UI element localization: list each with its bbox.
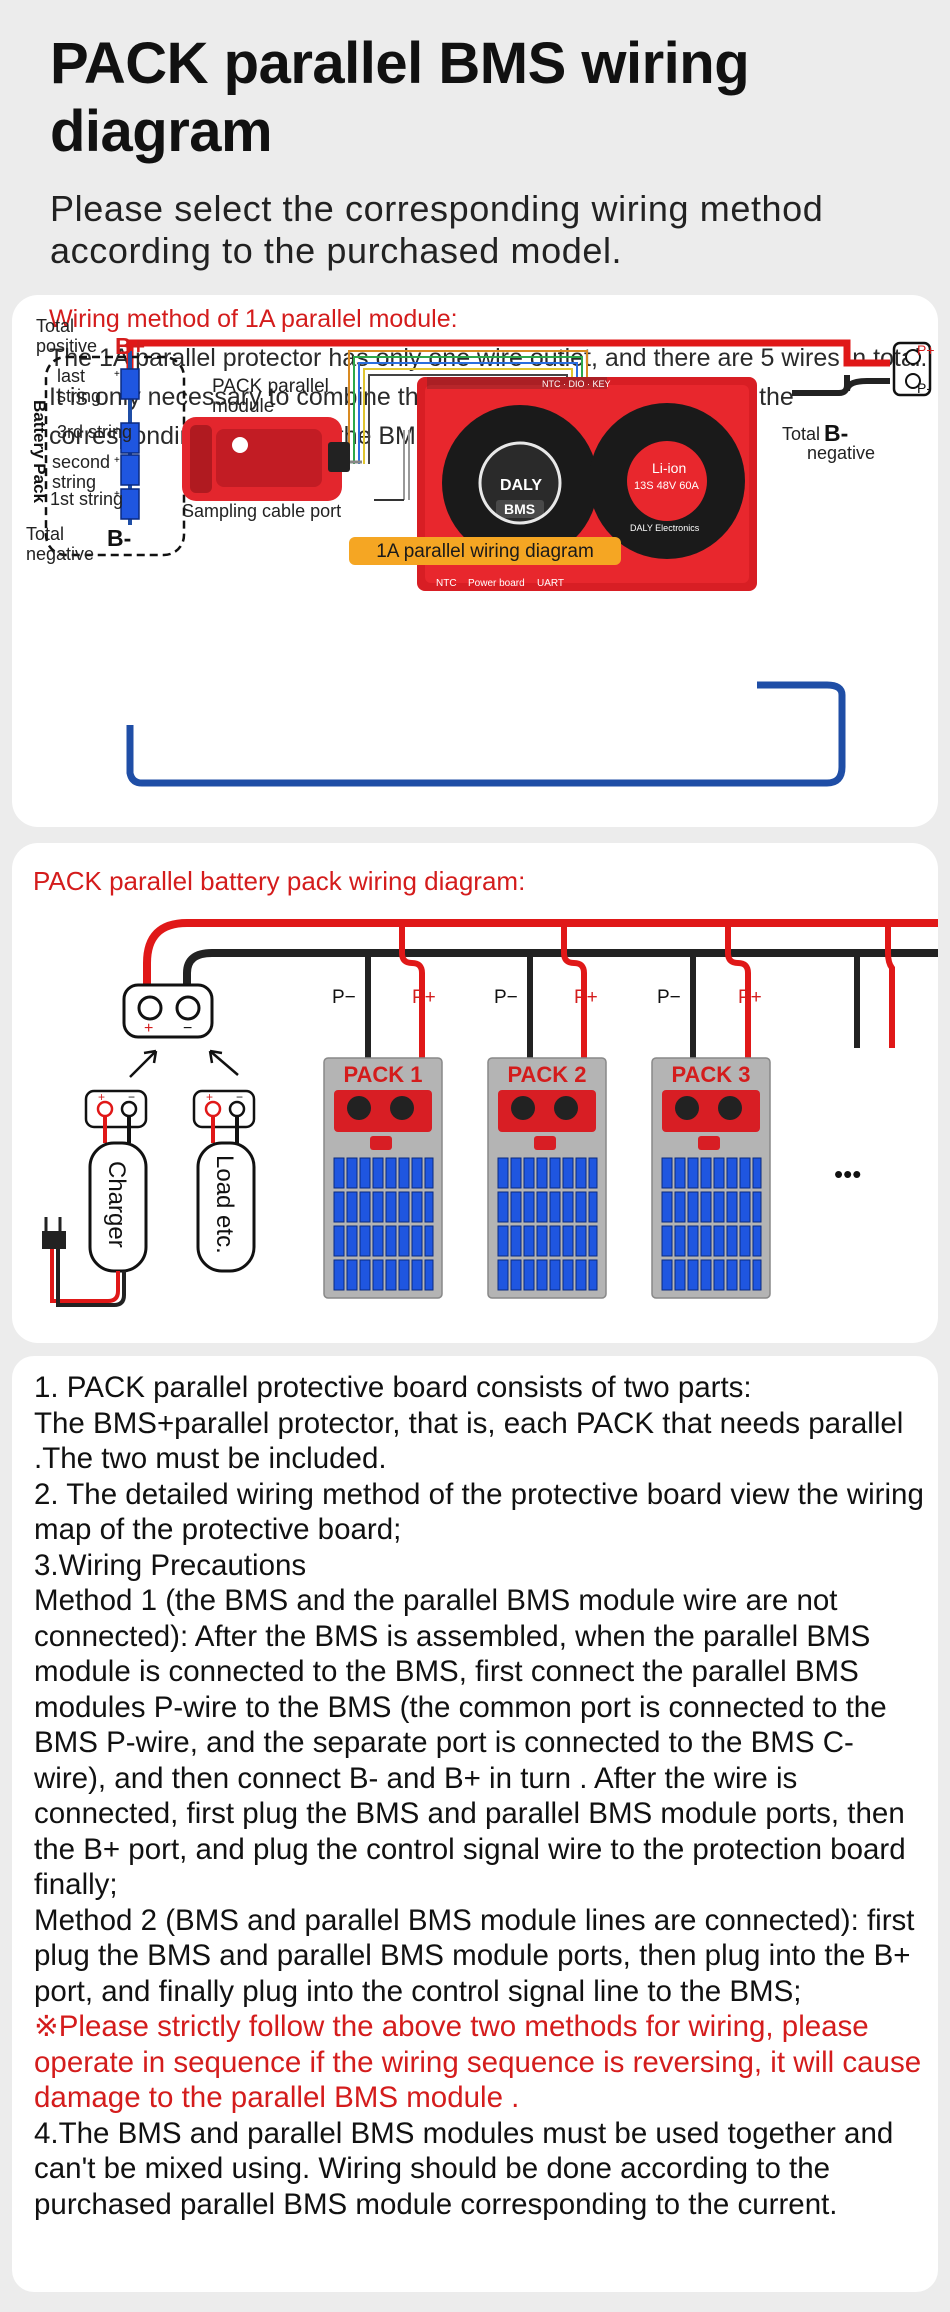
charger-label: Charger	[103, 1161, 130, 1248]
bms-port-power: Power board	[468, 578, 525, 589]
p-minus-label: P-	[917, 380, 931, 396]
b-minus-label-left: B-	[107, 525, 131, 551]
section1-title: Wiring method of 1A parallel module:	[49, 305, 458, 333]
svg-text:negative: negative	[26, 544, 94, 564]
bms-port-uart: UART	[537, 578, 564, 589]
svg-text:P−: P−	[494, 987, 518, 1008]
signal-wires	[348, 350, 588, 464]
battery-pack-wiring-card: PACK parallel battery pack wiring diagra…	[12, 843, 938, 1343]
page-header: PACK parallel BMS wiring diagram Please …	[50, 30, 930, 272]
svg-text:P+: P+	[574, 987, 598, 1008]
bms-board: NTC · DIO · KEY DALY BMS Li-ion 13S 48V …	[417, 377, 757, 591]
svg-text:positive: positive	[36, 336, 97, 356]
cell-second	[120, 454, 140, 486]
svg-text:string: string	[57, 386, 101, 406]
b-plus-label: B+	[115, 333, 145, 359]
pack-3: PACK 3	[651, 1057, 771, 1299]
svg-text:P+: P+	[738, 987, 762, 1008]
section2-title: PACK parallel battery pack wiring diagra…	[33, 866, 526, 896]
svg-text:string: string	[52, 472, 96, 492]
output-terminal-box	[892, 341, 932, 397]
svg-text:−: −	[236, 1090, 243, 1104]
total-positive-label: Total	[36, 316, 74, 336]
bms-company: DALY Electronics	[630, 523, 700, 533]
pack-2: PACK 2	[487, 1057, 607, 1299]
note-2: The BMS+parallel protector, that is, eac…	[34, 1406, 904, 1476]
pack-parallel-module-label: PACK parallel	[212, 376, 329, 397]
svg-text:negative: negative	[807, 443, 875, 463]
p-minus-wire	[792, 375, 850, 396]
b-minus-label-right: B-	[824, 420, 848, 446]
caption-text: 1A parallel wiring diagram	[376, 541, 594, 562]
notes-card: 1. PACK parallel protective board consis…	[12, 1356, 938, 2292]
pack-1: PACK 1	[323, 1057, 443, 1299]
pack-2-label: PACK 2	[507, 1062, 586, 1087]
svg-text:+: +	[206, 1090, 213, 1104]
svg-text:+: +	[114, 369, 120, 380]
cell-first	[120, 488, 140, 520]
bms-spec: 13S 48V 60A	[634, 480, 699, 492]
total-negative-label-right: Total	[782, 424, 820, 444]
pack-1-label: PACK 1	[343, 1062, 422, 1087]
bms-liion: Li-ion	[652, 460, 686, 476]
total-negative-label-left: Total	[26, 524, 64, 544]
parallel-module-wiring-diagram: Battery Pack + + + + Total positive B+ l…	[26, 316, 935, 787]
svg-text:+: +	[114, 425, 120, 436]
note-3: 2. The detailed wiring method of the pro…	[34, 1477, 924, 1547]
note-warning: ※Please strictly follow the above two me…	[34, 2010, 922, 2114]
load-device: + − Load etc.	[192, 1089, 256, 1273]
sampling-cable-port-label: Sampling cable port	[182, 501, 341, 521]
bms-port-ntc: NTC	[436, 578, 457, 589]
svg-text:+: +	[144, 1020, 153, 1037]
note-8: 4.The BMS and parallel BMS modules must …	[34, 2116, 894, 2221]
svg-text:+: +	[114, 489, 120, 500]
svg-text:P−: P−	[332, 987, 356, 1008]
cell-last	[120, 368, 140, 400]
svg-text:P−: P−	[657, 987, 681, 1008]
cell-third	[120, 422, 140, 454]
pack-parallel-module	[182, 417, 350, 501]
svg-text:NTC · DIO · KEY: NTC · DIO · KEY	[542, 379, 611, 389]
page-subtitle: Please select the corresponding wiring m…	[50, 188, 824, 271]
svg-text:P+: P+	[412, 987, 436, 1008]
battery-pack-wiring-diagram: P− P+ P− P+ P− P+ + − + − Charger	[42, 919, 938, 1307]
third-string-label: 3rd string	[57, 422, 132, 442]
p-minus-wire-2	[844, 378, 890, 392]
note-1: 1. PACK parallel protective board consis…	[34, 1371, 752, 1404]
cell-stack: + + + +	[114, 351, 140, 525]
negative-bus	[183, 949, 938, 1031]
page-title: PACK parallel BMS wiring diagram	[50, 31, 750, 164]
pack-3-label: PACK 3	[671, 1062, 750, 1087]
load-label: Load etc.	[211, 1155, 238, 1254]
notes-text: 1. PACK parallel protective board consis…	[34, 1370, 924, 2222]
last-string-label: last	[57, 366, 85, 386]
positive-bus	[143, 919, 938, 1031]
note-4: 3.Wiring Precautions	[34, 1548, 307, 1582]
svg-text:+: +	[98, 1090, 105, 1104]
bms-brand: DALY	[500, 477, 542, 494]
note-6: Method 2 (BMS and parallel BMS module li…	[34, 1903, 915, 2008]
battery-pack-label: Battery Pack	[30, 400, 49, 504]
svg-text:+: +	[114, 455, 120, 466]
more-packs-ellipsis: •••	[834, 1159, 861, 1189]
note-5: Method 1 (the BMS and the parallel BMS m…	[34, 1584, 906, 1901]
svg-text:−: −	[128, 1090, 135, 1104]
svg-text:−: −	[183, 1020, 192, 1037]
pack-drops	[365, 923, 895, 1058]
charger-device: + − Charger	[42, 1089, 148, 1307]
total-negative-wire	[126, 681, 846, 787]
second-string-label: second	[52, 452, 110, 472]
p-plus-label: P+	[917, 342, 935, 358]
parallel-module-card: Wiring method of 1A parallel module: The…	[12, 295, 938, 827]
caption-pill	[349, 537, 621, 565]
bms-label: BMS	[504, 501, 535, 517]
svg-text:module: module	[212, 396, 274, 417]
first-string-label: 1st string	[50, 489, 123, 509]
